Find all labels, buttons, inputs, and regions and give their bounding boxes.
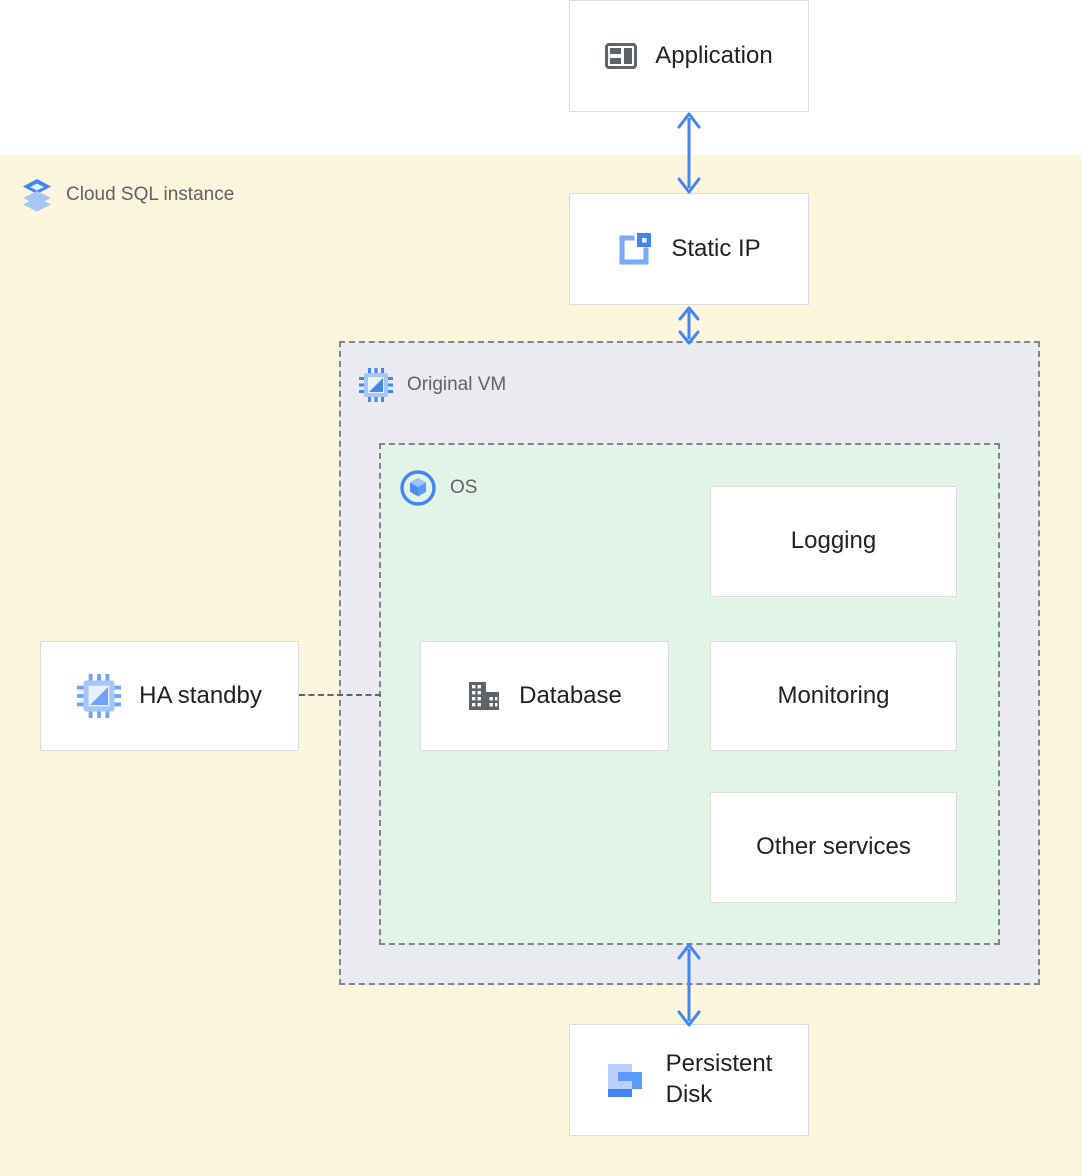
database-building-icon [467, 680, 501, 712]
node-monitoring[interactable]: Monitoring [710, 641, 957, 751]
connector-ha-standby-to-os [299, 694, 381, 696]
node-persistent-disk[interactable]: Persistent Disk [569, 1024, 809, 1136]
static-ip-icon [617, 231, 653, 267]
vm-chip-icon [77, 674, 122, 718]
node-static-ip-label: Static IP [671, 234, 761, 262]
cloud-sql-instance-header: Cloud SQL instance [22, 178, 234, 212]
node-static-ip[interactable]: Static IP [569, 193, 809, 305]
node-other-services[interactable]: Other services [710, 792, 957, 903]
os-header: OS [400, 470, 477, 506]
vm-chip-icon [359, 368, 393, 402]
original-vm-header: Original VM [359, 368, 506, 402]
original-vm-label: Original VM [407, 374, 507, 395]
node-application-label: Application [655, 41, 773, 69]
node-logging-label: Logging [790, 527, 877, 555]
node-ha-standby-label: HA standby [139, 681, 262, 709]
node-other-services-label: Other services [756, 833, 911, 861]
os-label: OS [450, 477, 478, 498]
node-database[interactable]: Database [420, 641, 669, 751]
connector-application-to-static-ip [677, 112, 701, 194]
cloud-sql-stack-icon [22, 178, 52, 212]
node-application[interactable]: Application [569, 0, 809, 112]
node-ha-standby[interactable]: HA standby [40, 641, 299, 751]
node-logging[interactable]: Logging [710, 486, 957, 597]
node-persistent-disk-label: Persistent Disk [665, 1050, 773, 1108]
os-cube-icon [400, 470, 436, 506]
node-monitoring-label: Monitoring [777, 681, 890, 709]
connector-os-to-persistent-disk [677, 943, 701, 1027]
application-window-icon [605, 40, 638, 72]
persistent-disk-icon [606, 1060, 646, 1100]
cloud-sql-instance-label: Cloud SQL instance [66, 184, 235, 205]
connector-static-ip-to-vm [678, 306, 700, 345]
node-database-label: Database [519, 681, 622, 709]
